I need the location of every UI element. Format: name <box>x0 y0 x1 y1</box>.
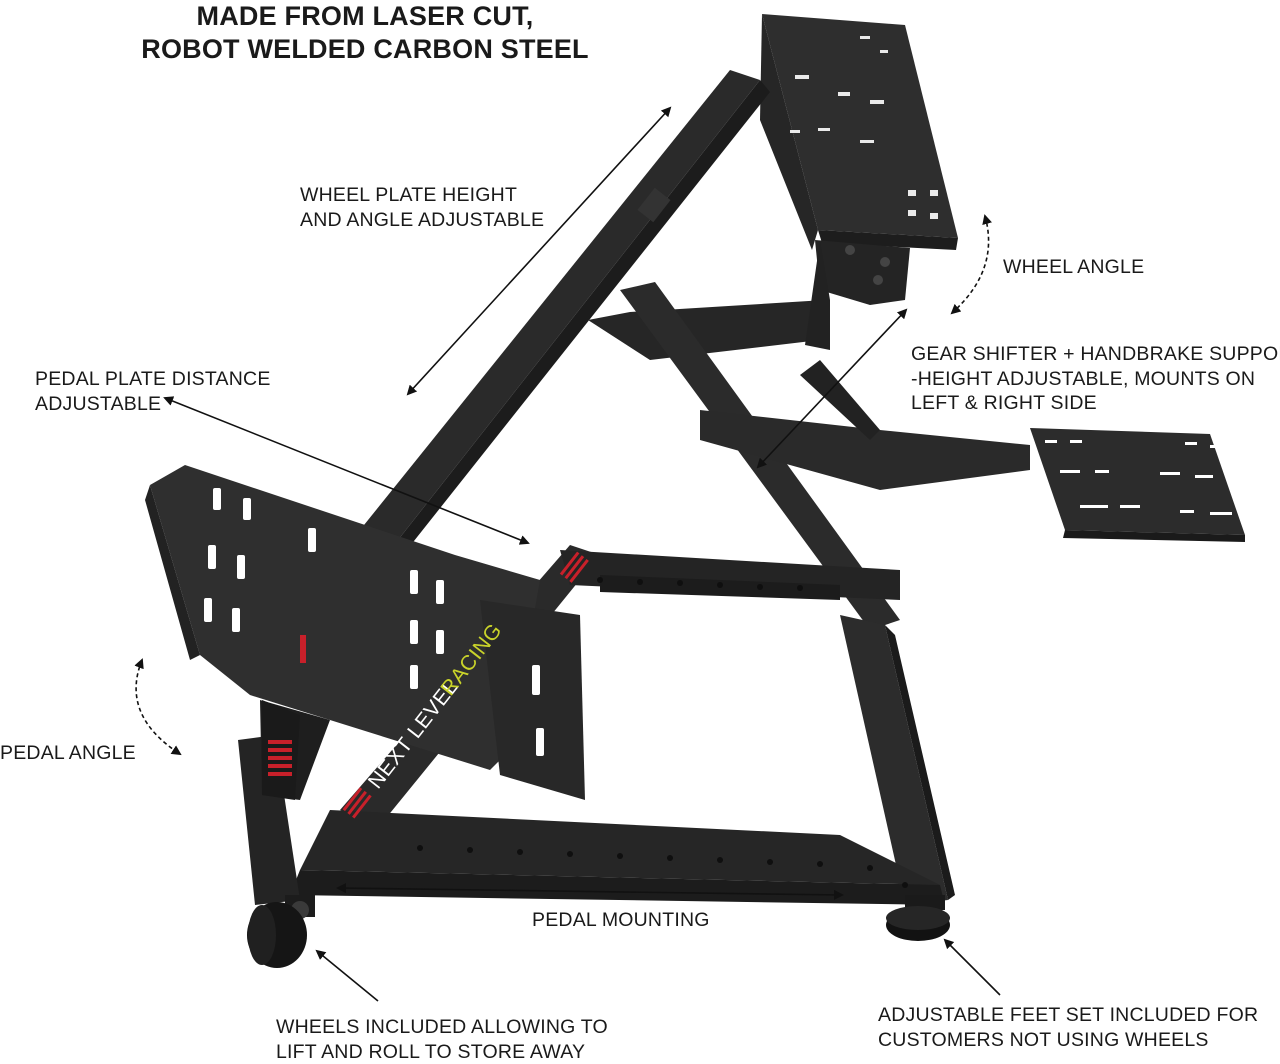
wheel-plate-height-arrow <box>406 106 672 396</box>
callout-pedal-angle: PEDAL ANGLE <box>0 742 136 764</box>
callout-arrows <box>134 106 1001 1002</box>
pedal-angle-arrow <box>134 658 182 756</box>
callout-shifter-support: GEAR SHIFTER + HANDBRAKE SUPPORT -HEIGHT… <box>911 343 1280 414</box>
headline-line-2: ROBOT WELDED CARBON STEEL <box>141 34 589 64</box>
shifter-plate <box>1030 428 1245 542</box>
frame-holes <box>417 577 908 888</box>
side-decal <box>262 700 300 800</box>
wheels-included-arrow <box>315 949 379 1002</box>
wheel-plate <box>760 14 958 250</box>
callout-wheel-plate: WHEEL PLATE HEIGHT AND ANGLE ADJUSTABLE <box>300 184 545 231</box>
adjustable-foot <box>886 895 950 941</box>
headline-line-1: MADE FROM LASER CUT, <box>196 1 534 31</box>
callout-pedal-plate: PEDAL PLATE DISTANCE ADJUSTABLE <box>35 368 271 415</box>
adjustable-feet-arrow <box>943 938 1001 996</box>
callout-pedal-mounting: PEDAL MOUNTING <box>532 909 710 931</box>
callout-wheel-angle: WHEEL ANGLE <box>1003 256 1145 278</box>
caster-wheel <box>247 895 315 968</box>
wheel-angle-arrow <box>950 214 992 315</box>
wheel-plate-bracket <box>815 240 910 305</box>
callout-adjustable-feet: ADJUSTABLE FEET SET INCLUDED FOR CUSTOME… <box>878 1004 1259 1051</box>
pedal-mounting-arrow <box>336 883 844 900</box>
pedal-plate <box>145 465 585 800</box>
callout-wheels-included: WHEELS INCLUDED ALLOWING TO LIFT AND ROL… <box>276 1016 608 1063</box>
shifter-support-arrow <box>756 308 908 469</box>
branding-stripes <box>342 551 589 819</box>
pedal-plate-distance-arrow <box>163 396 530 545</box>
